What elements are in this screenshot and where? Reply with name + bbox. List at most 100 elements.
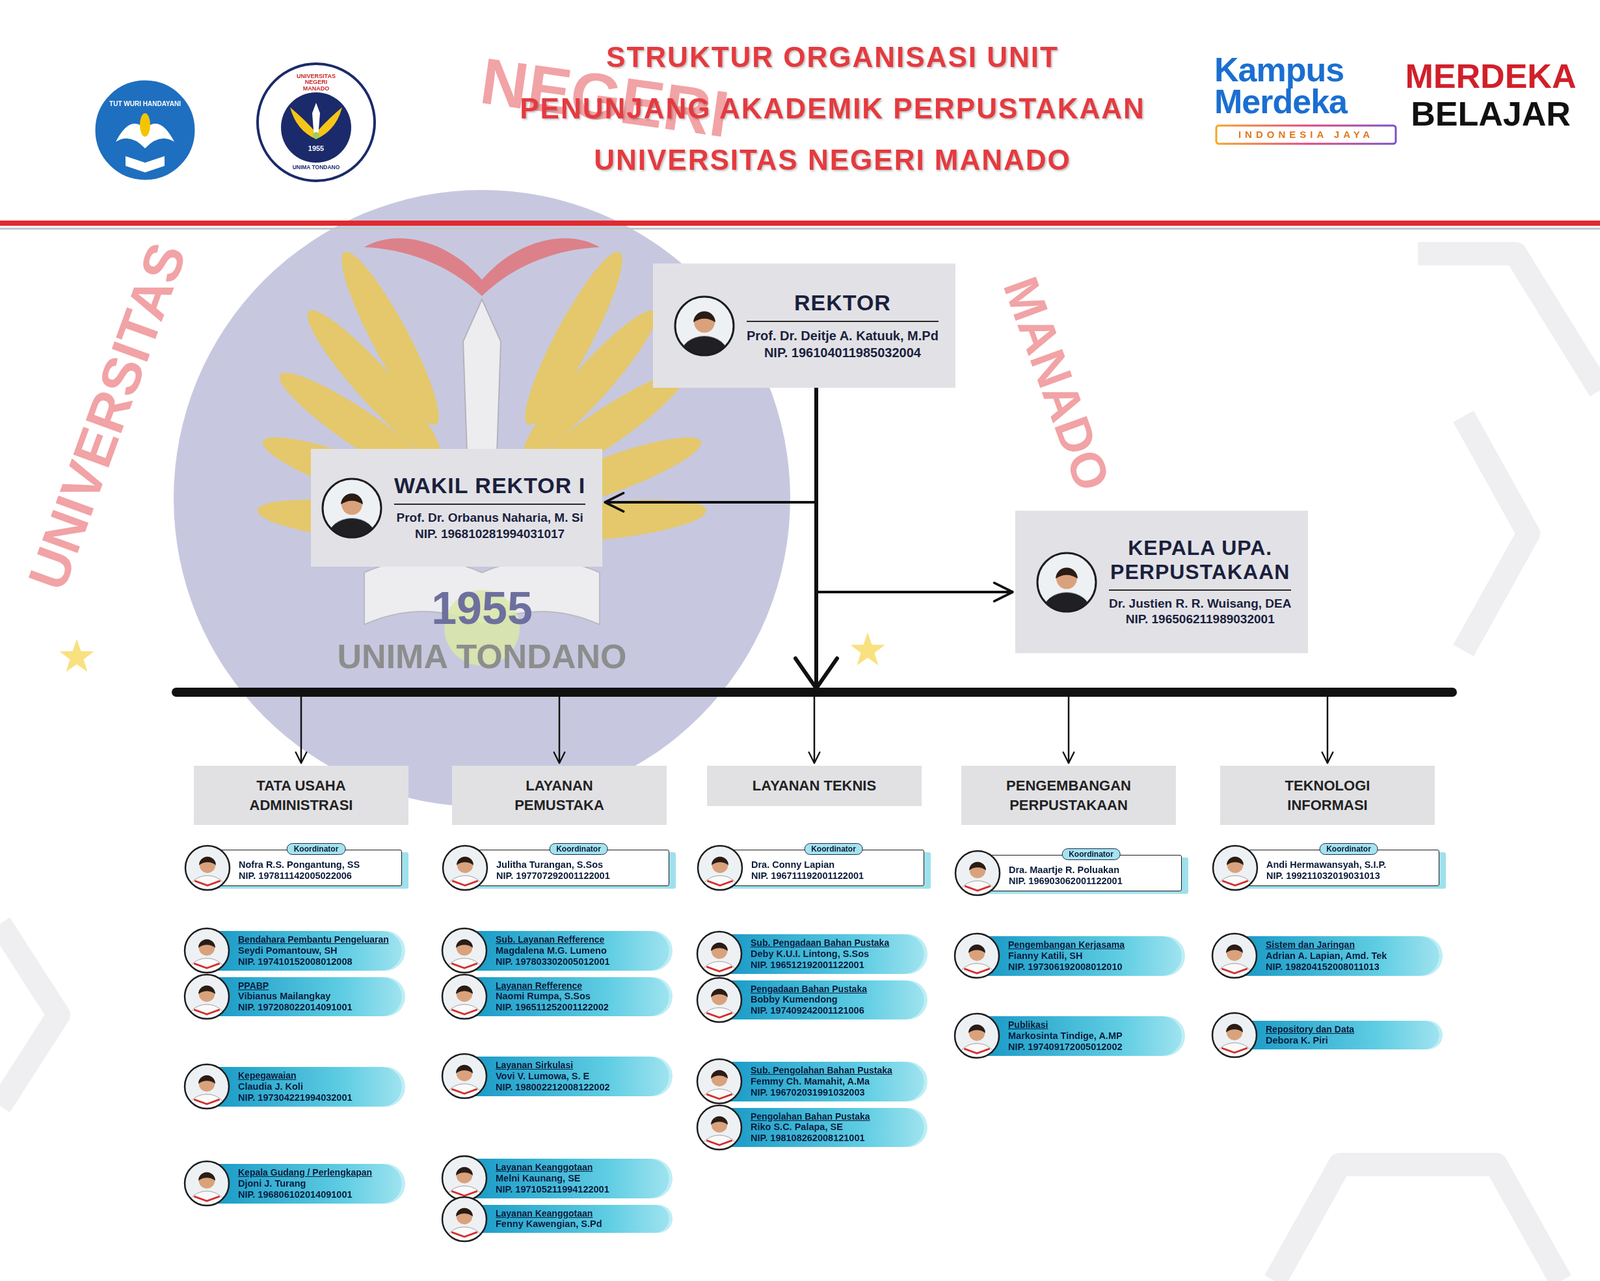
portrait-frame <box>184 1064 229 1109</box>
person-name: Vibianus Mailangkay <box>238 990 395 1002</box>
division-header: LAYANAN PEMUSTAKA <box>452 765 667 825</box>
portrait-photo <box>695 930 743 977</box>
person-name: Prof. Dr. Orbanus Naharia, M. Si <box>394 509 586 527</box>
logo-ring <box>257 63 375 181</box>
role-title: Repository dan Data <box>1265 1023 1432 1035</box>
shirt-stripe <box>706 1093 733 1099</box>
role-badge: Koordinator <box>803 842 864 855</box>
shirt-stripe <box>193 1099 220 1104</box>
portrait-face <box>1226 945 1243 961</box>
portrait-face <box>711 989 728 1005</box>
shirt-stripe <box>451 1190 478 1196</box>
employee-id: NIP. 197409172005012002 <box>1008 1041 1174 1053</box>
portrait-face <box>456 939 473 956</box>
portrait-face <box>199 986 215 1002</box>
staff-card: PublikasiMarkosinta Tindige, A.MPNIP. 19… <box>976 1015 1182 1056</box>
division-header: TATA USAHA ADMINISTRASI <box>193 765 409 825</box>
role-badge: Koordinator <box>548 842 609 855</box>
brand-logo-text: Kampus Merdeka <box>1214 53 1397 119</box>
portrait-face <box>712 857 728 873</box>
portrait-frame <box>1212 1012 1257 1057</box>
role-title: Pengolahan Bahan Pustaka <box>750 1110 917 1122</box>
portrait-face <box>457 857 473 873</box>
portrait <box>321 477 383 557</box>
employee-id: NIP. 197304221994032001 <box>238 1092 395 1104</box>
person-name: Riko S.C. Palapa, SE <box>750 1121 917 1133</box>
shirt-stripe <box>1221 1047 1248 1053</box>
connector-arrow <box>301 387 817 763</box>
division-title: TATA USAHA ADMINISTRASI <box>234 775 369 815</box>
portrait-face <box>711 1070 728 1087</box>
shirt-stripe <box>963 968 990 974</box>
staff-card: Layanan KeanggotaanMelni Kaunang, SENIP.… <box>464 1158 670 1199</box>
person-name: Julitha Turangan, S.Sos <box>496 859 661 871</box>
employee-id: NIP. 196903062001122001 <box>1008 875 1174 887</box>
emblem-star <box>850 632 885 666</box>
watermark: UNIVERSITAS <box>15 234 200 598</box>
portrait-photo <box>321 477 383 539</box>
portrait-hair <box>968 1024 986 1033</box>
portrait-photo <box>1211 932 1258 979</box>
portrait-frame <box>442 928 487 973</box>
text-column: WAKIL REKTOR IProf. Dr. Orbanus Naharia,… <box>394 472 586 542</box>
role-badge: Koordinator <box>286 842 347 855</box>
portrait-photo <box>183 973 231 1020</box>
staff-card: Pengadaan Bahan PustakaBobby KumendongNI… <box>719 980 925 1020</box>
title-divider <box>746 320 939 322</box>
portrait-frame <box>697 977 742 1022</box>
portrait <box>695 1103 743 1165</box>
portrait <box>696 844 744 905</box>
role-title: Bendahara Pembantu Pengeluaran <box>238 933 395 946</box>
brand-logo-text: MERDEKA <box>1405 57 1577 97</box>
brand-tagline: INDONESIA JAYA <box>1238 128 1374 140</box>
employee-id: NIP. 197707292001122001 <box>496 870 661 882</box>
portrait-hair <box>340 493 363 505</box>
staff-card: Bendahara Pembantu PengeluaranSeydi Poma… <box>206 930 402 971</box>
title-divider <box>394 503 586 505</box>
role-title: Sub. Layanan Refference <box>495 933 662 946</box>
shirt-stripe <box>451 963 478 968</box>
portrait-photo <box>440 1195 488 1243</box>
tut-wuri-logo <box>94 79 196 181</box>
person-name: Dr. Justien R. R. Wuisang, DEA <box>1108 595 1292 613</box>
portrait-frame <box>184 928 229 973</box>
header-rule <box>0 227 1600 230</box>
text-column: KEPALA UPA. PERPUSTAKAANDr. Justien R. R… <box>1108 535 1292 628</box>
portrait-hair <box>710 1116 728 1125</box>
portrait-face <box>693 311 715 333</box>
coordinator-card: KoordinatorDra. Conny LapianNIP. 1967111… <box>719 849 925 886</box>
portrait-face <box>199 1172 215 1189</box>
shirt-stripe <box>1222 880 1249 886</box>
portrait <box>1036 551 1098 631</box>
position-title: REKTOR <box>746 290 939 316</box>
person-name: Dra. Conny Lapian <box>751 859 916 871</box>
portrait-photo <box>440 973 488 1020</box>
logo-pen <box>312 102 320 138</box>
hex-outline <box>0 923 59 1106</box>
division-title: PENGEMBANGAN PERPUSTAKAAN <box>1002 775 1136 815</box>
person-name: Dra. Maartje R. Poluakan <box>1008 864 1174 876</box>
portrait <box>440 1052 488 1113</box>
shirt-stripe <box>451 1231 478 1236</box>
shirt-stripe <box>706 1012 733 1018</box>
portrait-frame <box>1213 845 1258 890</box>
portrait-frame <box>442 974 487 1019</box>
portrait-photo <box>1036 551 1098 613</box>
portrait <box>953 932 1001 993</box>
person-name: Debora K. Piri <box>1265 1034 1432 1046</box>
role-title: Sistem dan Jaringan <box>1265 939 1432 951</box>
person-name: Markosinta Tindige, A.MP <box>1008 1030 1174 1042</box>
person-name: Prof. Dr. Deitje A. Katuuk, M.Pd <box>746 327 939 345</box>
portrait <box>184 844 231 905</box>
emblem-star <box>59 638 94 672</box>
person-name: Magdalena M.G. Lumeno <box>495 945 662 957</box>
person-name: Femmy Ch. Mamahit, A.Ma <box>750 1075 917 1087</box>
watermark: UNIMA TONDANO <box>337 637 627 677</box>
portrait <box>953 1012 1001 1073</box>
staff-card: Repository dan DataDebora K. Piri <box>1234 1020 1440 1050</box>
division-header: PENGEMBANGAN PERPUSTAKAAN <box>961 765 1176 825</box>
staff-card: KepegawaianClaudia J. KoliNIP. 197304221… <box>206 1066 402 1107</box>
portrait-photo <box>953 932 1001 979</box>
shirt-stripe <box>193 1009 220 1014</box>
